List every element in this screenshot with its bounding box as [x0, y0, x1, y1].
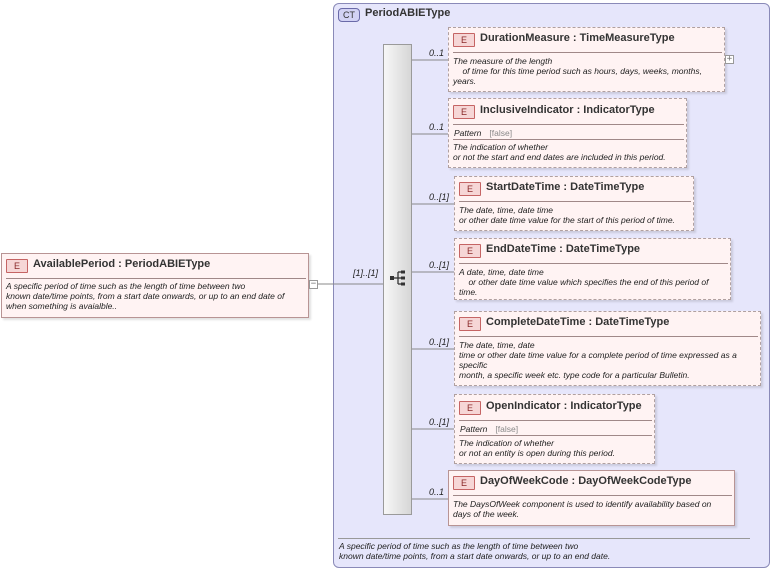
expand-button[interactable]: + [725, 54, 734, 64]
element-badge: E [459, 401, 481, 415]
element-cardinality: 0..[1] [429, 192, 450, 202]
element-title: DayOfWeekCode : DayOfWeekCodeType [480, 475, 692, 487]
element-doc: The date, time, date time or other date … [459, 340, 737, 380]
element-doc: The measure of the length of time for th… [453, 56, 702, 86]
element-badge: E [6, 259, 28, 273]
divider [453, 124, 684, 125]
element-badge: E [459, 317, 481, 331]
divider [459, 201, 691, 202]
divider [459, 420, 652, 421]
element-title: AvailablePeriod : PeriodABIEType [33, 258, 211, 270]
sequence-icon [390, 270, 405, 286]
element-title: InclusiveIndicator : IndicatorType [480, 104, 655, 116]
element-doc: A specific period of time such as the le… [6, 281, 285, 311]
divider [453, 495, 732, 496]
element-box-complete-date-time[interactable]: E CompleteDateTime : DateTimeType The da… [454, 311, 761, 386]
divider [459, 336, 758, 337]
divider [459, 435, 652, 436]
element-cardinality: 0..[1] [429, 337, 450, 347]
element-box-open-indicator[interactable]: E OpenIndicator : IndicatorType Pattern[… [454, 394, 655, 464]
element-cardinality: 0..1 [429, 122, 445, 132]
divider [459, 263, 728, 264]
element-badge: E [459, 244, 481, 258]
divider [453, 52, 722, 53]
element-badge: E [453, 33, 475, 47]
element-box-day-of-week-code[interactable]: E DayOfWeekCode : DayOfWeekCodeType The … [448, 470, 735, 526]
divider [338, 538, 750, 539]
element-title: EndDateTime : DateTimeType [486, 243, 641, 255]
element-box-end-date-time[interactable]: E EndDateTime : DateTimeType A date, tim… [454, 238, 731, 300]
element-title: StartDateTime : DateTimeType [486, 181, 645, 193]
collapse-button[interactable]: − [309, 279, 318, 289]
divider [6, 278, 306, 279]
complex-type-doc: A specific period of time such as the le… [339, 541, 611, 561]
divider [453, 139, 684, 140]
element-doc: The DaysOfWeek component is used to iden… [453, 499, 712, 519]
element-title: DurationMeasure : TimeMeasureType [480, 32, 675, 44]
element-cardinality: 0..1 [429, 48, 445, 58]
element-cardinality: 0..1 [429, 487, 445, 497]
element-badge: E [453, 105, 475, 119]
element-doc: The indication of whether or not an enti… [459, 438, 615, 458]
complex-type-badge: CT [338, 8, 360, 22]
element-box-duration-measure[interactable]: E DurationMeasure : TimeMeasureType The … [448, 27, 725, 92]
element-cardinality: 0..[1] [429, 417, 450, 427]
element-box-start-date-time[interactable]: E StartDateTime : DateTimeType The date,… [454, 176, 694, 231]
element-doc: The indication of whether or not the sta… [453, 142, 666, 162]
sequence-cardinality: [1]..[1] [353, 268, 379, 278]
element-doc: A date, time, date time or other date ti… [459, 267, 709, 297]
pattern-row: Pattern[false] [460, 424, 519, 434]
element-badge: E [459, 182, 481, 196]
element-doc: The date, time, date time or other date … [459, 205, 675, 225]
pattern-row: Pattern[false] [454, 128, 513, 138]
element-badge: E [453, 476, 475, 490]
complex-type-title: PeriodABIEType [365, 7, 451, 19]
element-cardinality: 0..[1] [429, 260, 450, 270]
element-box-inclusive-indicator[interactable]: E InclusiveIndicator : IndicatorType Pat… [448, 98, 687, 168]
element-title: OpenIndicator : IndicatorType [486, 400, 642, 412]
element-title: CompleteDateTime : DateTimeType [486, 316, 670, 328]
root-element-box[interactable]: E AvailablePeriod : PeriodABIEType A spe… [1, 253, 309, 318]
